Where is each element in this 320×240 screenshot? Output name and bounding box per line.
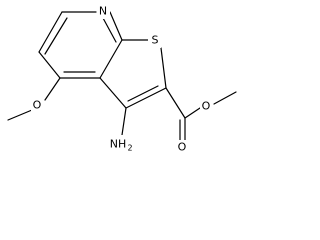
atom-label-ester-o-double: O (178, 141, 187, 154)
bond-o-methyl (213, 91, 237, 105)
bond-c7a-c3a (99, 39, 123, 79)
bond-c2-carbonyl (165, 87, 186, 119)
atom-label-pyridine-n: N (99, 5, 107, 18)
bond-c3-c3a (99, 77, 127, 109)
bond-c2-c3-inner (127, 85, 159, 102)
bond-c4-c6 (38, 51, 61, 79)
atom-label-amino-n: NH (110, 138, 127, 151)
atom-label-ester-o-single: O (202, 100, 211, 113)
bond-carbonyl-o-single (184, 107, 201, 119)
bond-c4-c5 (38, 11, 63, 53)
atom-labels: N S O O O NH 2 (31, 4, 213, 155)
bond-c3-n (121, 107, 127, 136)
pyridine-ring (38, 11, 123, 79)
structure-canvas: N S O O O NH 2 (7, 4, 237, 155)
atom-label-methoxy-o: O (33, 99, 42, 112)
thiophene-ring (99, 39, 167, 109)
bond-n-c7a-inner (102, 17, 117, 43)
methoxy-group (7, 77, 61, 121)
bond-o-ch3 (7, 109, 33, 121)
bond-c2-c3 (125, 87, 167, 109)
bond-n-c7a (109, 11, 123, 41)
bond-c5-c6-inner (44, 17, 68, 55)
atom-label-thiophene-s: S (152, 34, 159, 47)
bond-s-c2 (160, 47, 167, 89)
atom-label-amino-h-count: 2 (127, 144, 132, 153)
molecule-drawing: N S O O O NH 2 (7, 4, 237, 155)
bond-c4-o (44, 77, 61, 101)
amino-group (121, 107, 127, 136)
ester-group (165, 87, 237, 141)
